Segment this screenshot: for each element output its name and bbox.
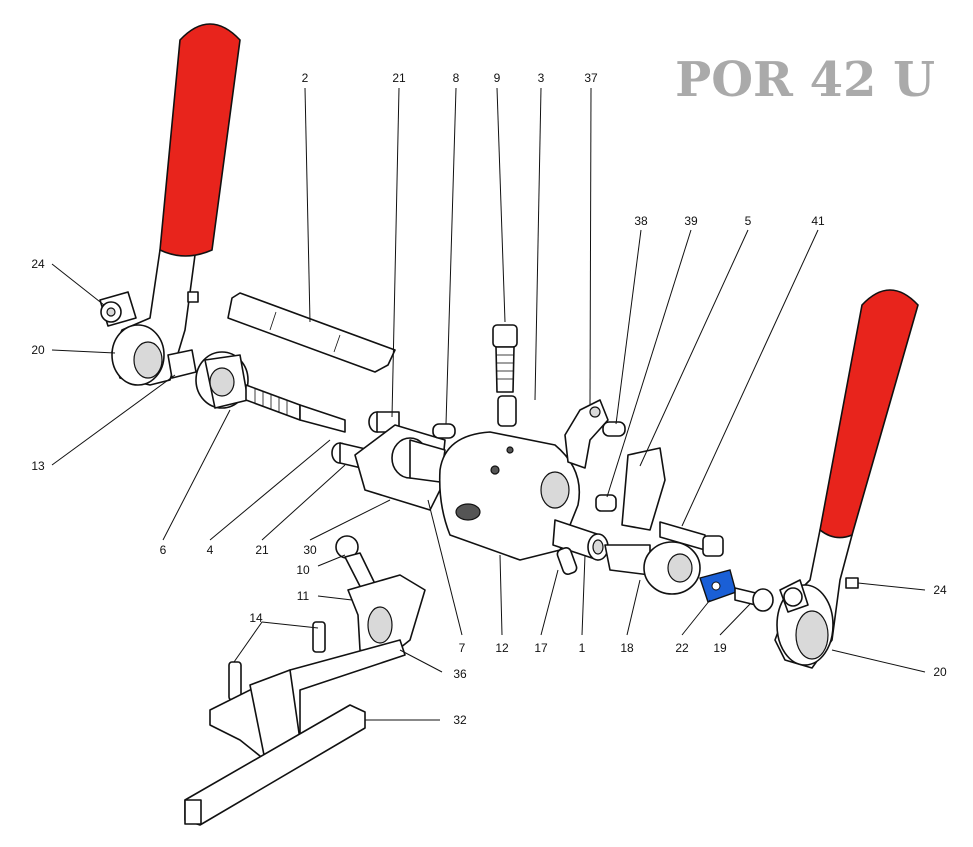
callout-20-left: 20 <box>31 343 45 357</box>
callout-11: 11 <box>297 589 310 603</box>
callout-5: 5 <box>745 214 752 228</box>
callout-13: 13 <box>31 459 45 473</box>
callout-4: 4 <box>207 543 214 557</box>
screws-part-14 <box>228 621 326 701</box>
pin-part-17 <box>556 546 578 576</box>
screw-part-9 <box>492 324 518 393</box>
pin-part-8 <box>432 423 456 439</box>
right-handle <box>774 529 859 669</box>
callout-3: 3 <box>538 71 545 85</box>
nut-part-22 <box>699 569 737 603</box>
callout-32: 32 <box>453 713 467 727</box>
callout-2: 2 <box>302 71 309 85</box>
pin-part-38 <box>602 421 626 437</box>
callout-36: 36 <box>453 667 467 681</box>
body-part-12 <box>438 431 581 561</box>
callout-7: 7 <box>459 641 466 655</box>
bracket-part-37 <box>564 399 609 469</box>
callout-24-right: 24 <box>933 583 947 597</box>
clamp-part-11 <box>347 574 426 661</box>
callout-19: 19 <box>713 641 727 655</box>
callout-labels: 2 21 8 9 3 37 38 39 5 41 24 20 13 6 4 21… <box>31 71 947 727</box>
rail-part-32 <box>184 704 366 826</box>
callout-21-top: 21 <box>392 71 406 85</box>
callout-14: 14 <box>249 611 263 625</box>
callout-21-bottom: 21 <box>255 543 269 557</box>
callout-39: 39 <box>684 214 698 228</box>
diagram-title: POR 42 U <box>675 52 935 108</box>
left-grip <box>159 23 241 257</box>
left-handle <box>99 249 199 386</box>
callout-9: 9 <box>494 71 501 85</box>
leader-lines <box>51 87 926 721</box>
callout-24-left: 24 <box>31 257 45 271</box>
screw-part-19 <box>734 587 774 612</box>
pin-part-39 <box>595 494 617 512</box>
callout-1: 1 <box>579 641 586 655</box>
right-grip <box>819 289 919 539</box>
pin-part-3 <box>497 395 517 427</box>
callout-41: 41 <box>811 214 825 228</box>
callout-6: 6 <box>160 543 167 557</box>
callout-30: 30 <box>303 543 317 557</box>
callout-37: 37 <box>584 71 598 85</box>
spindle-part-6 <box>195 351 249 409</box>
bushing-part-1 <box>552 519 609 561</box>
threaded-rod <box>245 384 346 433</box>
callout-18: 18 <box>620 641 634 655</box>
screw-part-41 <box>659 521 724 557</box>
callout-12: 12 <box>495 641 509 655</box>
collar-part-18 <box>604 541 701 595</box>
callout-20-right: 20 <box>933 665 947 679</box>
block-part-30 <box>354 424 446 511</box>
plate-part-5 <box>621 447 666 531</box>
callout-38: 38 <box>634 214 648 228</box>
callout-8: 8 <box>453 71 460 85</box>
callout-10: 10 <box>296 563 310 577</box>
callout-22: 22 <box>675 641 689 655</box>
pin-part-2 <box>227 292 396 373</box>
callout-17: 17 <box>534 641 548 655</box>
